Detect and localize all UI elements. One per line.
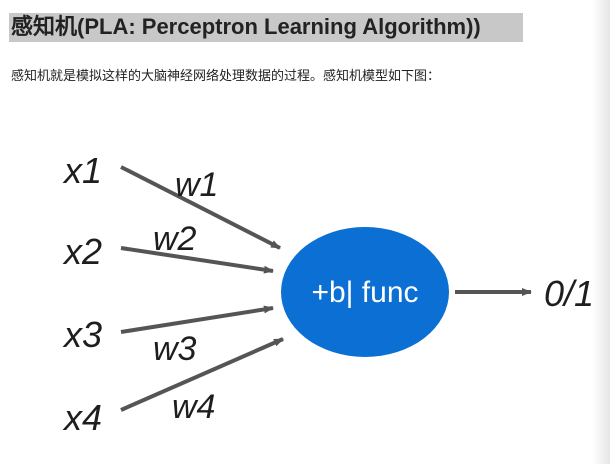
input-arrow-1 (120, 165, 281, 250)
input-label-x1: x1 (62, 150, 102, 191)
output-label: 0/1 (544, 273, 594, 314)
neuron-label: +b| func (311, 276, 418, 309)
page-heading: 感知机(PLA: Perceptron Learning Algorithm)) (11, 14, 481, 39)
input-label-x4: x4 (62, 397, 102, 438)
weight-label-w3: w3 (153, 330, 197, 368)
page-edge-shadow (592, 0, 610, 464)
intro-paragraph: 感知机就是模拟这样的大脑神经网络处理数据的过程。感知机模型如下图： (11, 69, 441, 84)
weight-label-w1: w1 (175, 166, 218, 204)
heading-highlight: 感知机(PLA: Perceptron Learning Algorithm)) (9, 13, 523, 42)
input-label-x2: x2 (62, 231, 102, 272)
weight-label-w4: w4 (172, 388, 215, 426)
input-arrow-3 (120, 305, 274, 334)
neuron-node (281, 227, 449, 357)
input-arrow-2 (120, 246, 274, 274)
input-label-x3: x3 (62, 314, 102, 355)
input-arrow-4 (120, 337, 284, 412)
weight-label-w2: w2 (153, 220, 197, 258)
